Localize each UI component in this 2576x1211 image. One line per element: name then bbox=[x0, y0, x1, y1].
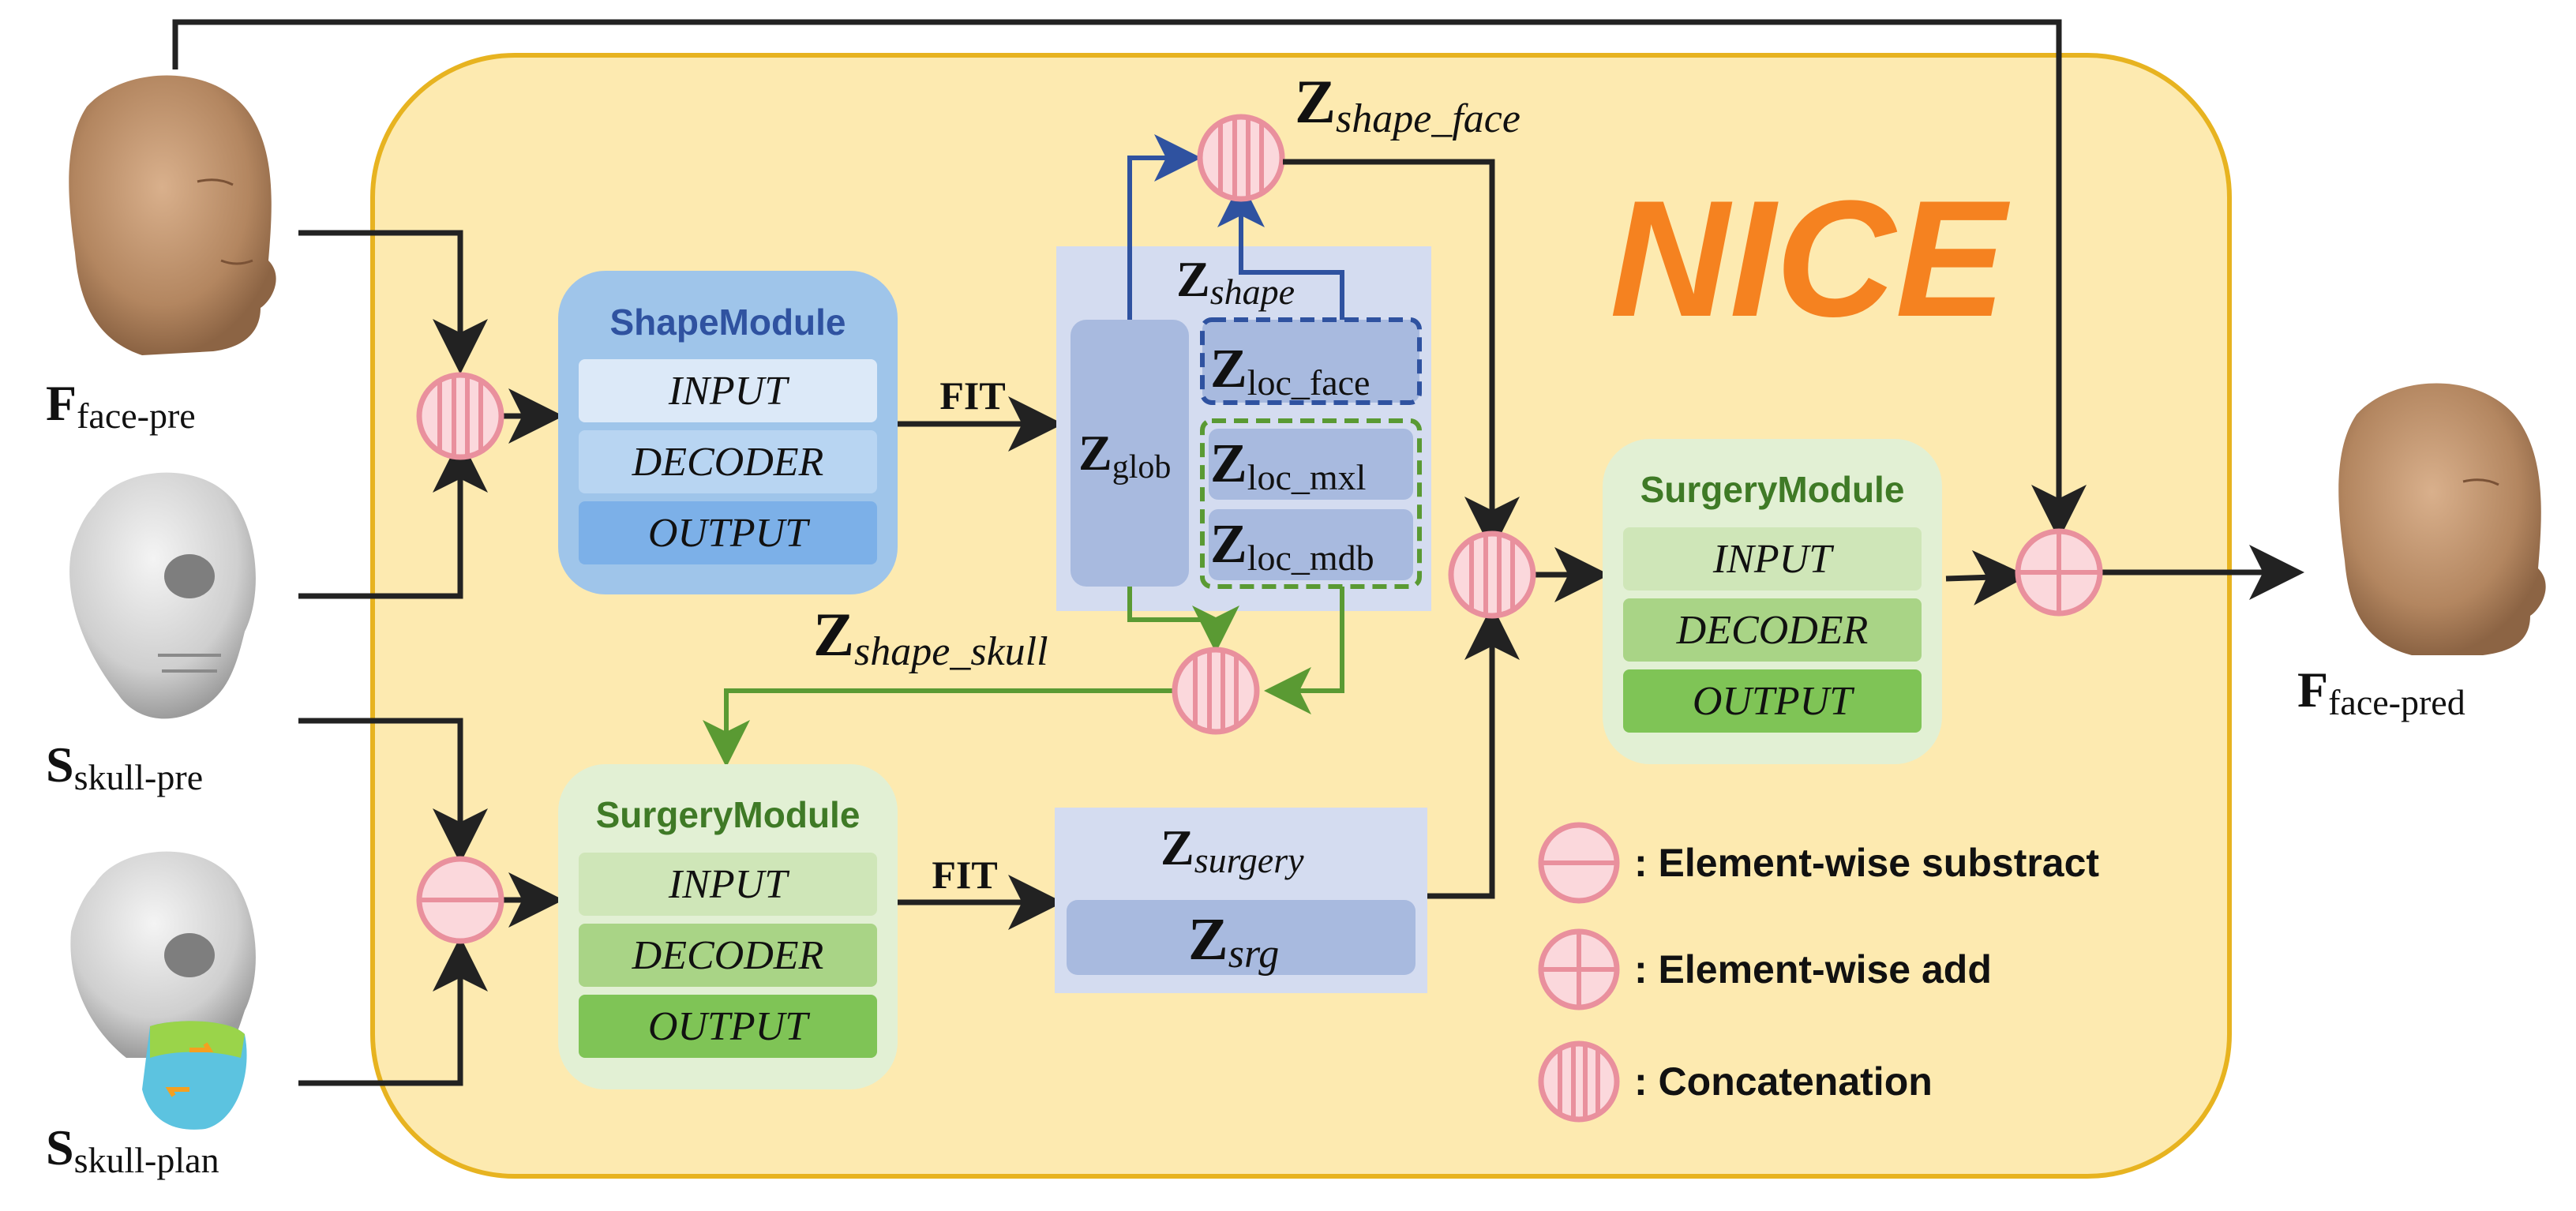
face-pre-image bbox=[69, 75, 276, 355]
input-arrows bbox=[172, 19, 2087, 1086]
nice-title: NICE bbox=[1610, 166, 2011, 351]
label-face-pre: Fface-pre bbox=[46, 375, 196, 436]
z-glob-box bbox=[1071, 320, 1189, 587]
shape-module-title: ShapeModule bbox=[609, 302, 846, 343]
z-loc-mdb-label: Zloc_mdb bbox=[1210, 514, 1374, 578]
surgery-module-right-input: INPUT bbox=[1712, 537, 1834, 582]
concat-operator-merge bbox=[1448, 531, 1536, 619]
z-glob-label: Zglob bbox=[1078, 425, 1171, 486]
concat-operator-input bbox=[416, 372, 504, 460]
z-shape-panel: Zshape Zglob Zloc_face Zloc_mxl Zloc_mdb bbox=[1056, 246, 1431, 611]
shape-module-decoder: DECODER bbox=[632, 440, 824, 485]
legend-concat-label: : Concatenation bbox=[1634, 1059, 1933, 1104]
add-operator-final bbox=[2015, 528, 2103, 617]
surgery-module-right-title: SurgeryModule bbox=[1640, 469, 1905, 510]
green-arrows bbox=[703, 587, 1344, 767]
face-pred-image bbox=[2338, 383, 2546, 655]
blue-arrows bbox=[1127, 134, 1344, 320]
surgery-module-bottom-decoder: DECODER bbox=[632, 933, 824, 978]
skull-plan-image bbox=[70, 851, 256, 1130]
z-shape-label: Zshape bbox=[1176, 251, 1295, 312]
legend-add-label: : Element-wise add bbox=[1634, 947, 1992, 992]
z-srg-box bbox=[1067, 900, 1415, 975]
skull-pre-image bbox=[69, 472, 256, 719]
z-loc-skull-group bbox=[1200, 418, 1422, 589]
z-loc-mxl-box bbox=[1209, 429, 1413, 500]
label-skull-plan: Sskull-plan bbox=[46, 1119, 219, 1180]
merge-arrows bbox=[1283, 159, 2304, 899]
z-loc-face-label: Zloc_face bbox=[1210, 339, 1370, 403]
concat-operator-shape-skull bbox=[1172, 647, 1260, 735]
z-surgery-panel: Zsurgery Zsrg bbox=[1055, 808, 1427, 993]
surgery-module-right-output: OUTPUT bbox=[1693, 679, 1854, 724]
fit-label-top: FIT bbox=[939, 373, 1005, 418]
fit-label-bottom: FIT bbox=[932, 853, 997, 897]
surgery-module-right-decoder: DECODER bbox=[1676, 608, 1869, 653]
legend: : Element-wise substract : Element-wise … bbox=[1538, 822, 2099, 1123]
subtract-operator-input bbox=[416, 856, 504, 944]
surgery-module-bottom-title: SurgeryModule bbox=[596, 794, 861, 835]
z-shape-face-label: Zshape_face bbox=[1295, 67, 1520, 141]
concat-operator-shape-face bbox=[1197, 114, 1285, 202]
legend-subtract-icon bbox=[1538, 822, 1620, 904]
legend-subtract-label: : Element-wise substract bbox=[1634, 841, 2099, 885]
shape-module: ShapeModule INPUT DECODER OUTPUT bbox=[558, 271, 898, 594]
z-shape-skull-label: Zshape_skull bbox=[813, 600, 1048, 674]
shape-module-output: OUTPUT bbox=[648, 511, 810, 556]
surgery-module-right: SurgeryModule INPUT DECODER OUTPUT bbox=[1603, 439, 1942, 764]
z-surgery-label: Zsurgery bbox=[1161, 819, 1304, 880]
surgery-module-bottom-output: OUTPUT bbox=[648, 1004, 810, 1049]
label-face-pred: Fface-pred bbox=[2297, 662, 2465, 722]
z-loc-mdb-box bbox=[1209, 509, 1413, 580]
z-loc-face-box bbox=[1200, 317, 1422, 405]
legend-concat-icon bbox=[1538, 1040, 1620, 1123]
shape-module-input: INPUT bbox=[668, 369, 789, 414]
z-loc-mxl-label: Zloc_mxl bbox=[1210, 433, 1366, 497]
surgery-module-bottom-input: INPUT bbox=[668, 862, 789, 907]
label-skull-pre: Sskull-pre bbox=[46, 737, 203, 797]
surgery-module-bottom: SurgeryModule INPUT DECODER OUTPUT bbox=[558, 764, 898, 1089]
legend-add-icon bbox=[1538, 928, 1620, 1010]
z-srg-label: Zsrg bbox=[1188, 906, 1279, 977]
